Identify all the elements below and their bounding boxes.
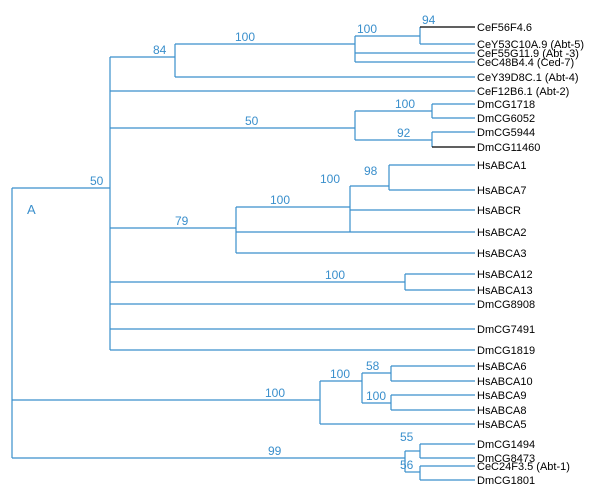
leaf-dmcg1819: DmCG1819 bbox=[477, 345, 535, 357]
leaf-hsabca10: HsABCA10 bbox=[477, 376, 533, 388]
leaf-dmcg1494: DmCG1494 bbox=[477, 439, 535, 451]
leaf-dmcg1718: DmCG1718 bbox=[477, 99, 535, 111]
leaf-dmcg11460: DmCG11460 bbox=[477, 142, 540, 154]
leaf-hsabca2: HsABCA2 bbox=[477, 227, 527, 239]
leaf-hsabca8: HsABCA8 bbox=[477, 405, 527, 417]
leaf-dmcg1801: DmCG1801 bbox=[477, 475, 535, 487]
leaf-cef12b61: CeF12B6.1 (Abt-2) bbox=[477, 86, 569, 98]
leaf-cey39d8c1: CeY39D8C.1 (Abt-4) bbox=[477, 72, 579, 84]
leaf-hsabcr: HsABCR bbox=[477, 205, 521, 217]
leaf-hsabca12: HsABCA12 bbox=[477, 269, 533, 281]
leaf-hsabca6: HsABCA6 bbox=[477, 361, 527, 373]
bootstrap-100-hs1: 100 bbox=[320, 172, 340, 186]
bootstrap-50-dm: 50 bbox=[245, 114, 259, 128]
leaf-cef56f46: CeF56F4.6 bbox=[477, 22, 532, 34]
leaf-hsabca9: HsABCA9 bbox=[477, 390, 527, 402]
bootstrap-84: 84 bbox=[153, 43, 167, 57]
leaf-hsabca3: HsABCA3 bbox=[477, 248, 527, 260]
bootstrap-100-hs9: 100 bbox=[366, 389, 386, 403]
leaf-dmcg6052: DmCG6052 bbox=[477, 113, 535, 125]
bootstrap-100-hs-group: 100 bbox=[265, 386, 285, 400]
bootstrap-94: 94 bbox=[422, 13, 436, 27]
leaf-hsabca1: HsABCA1 bbox=[477, 160, 527, 172]
leaf-dmcg8473: DmCG8473 bbox=[477, 453, 535, 465]
leaf-hsabca7: HsABCA7 bbox=[477, 185, 527, 197]
bootstrap-100-cey: 100 bbox=[357, 22, 377, 36]
leaf-cec24f35: CeC24F3.5 (Abt-1) bbox=[477, 461, 570, 473]
bootstrap-92: 92 bbox=[397, 126, 411, 140]
bootstrap-50-root: 50 bbox=[90, 174, 104, 188]
bootstrap-58: 58 bbox=[366, 359, 380, 373]
leaf-cec48b44: CeC48B4.4 (Ced-7) bbox=[477, 57, 574, 69]
panel-label: A bbox=[27, 202, 36, 217]
bootstrap-98: 98 bbox=[364, 164, 378, 178]
bootstrap-100-hs6: 100 bbox=[330, 367, 350, 381]
bootstrap-100-ce: 100 bbox=[235, 30, 255, 44]
bootstrap-100-hs12: 100 bbox=[325, 268, 345, 282]
bootstrap-79: 79 bbox=[175, 214, 189, 228]
bootstrap-100-dm: 100 bbox=[395, 97, 415, 111]
bootstrap-55: 55 bbox=[400, 430, 414, 444]
bootstrap-56: 56 bbox=[400, 458, 414, 472]
leaf-cef55g119: CeF55G11.9 (Abt -3) bbox=[477, 48, 579, 60]
leaf-hsabca5: HsABCA5 bbox=[477, 419, 527, 431]
leaf-dmcg8908: DmCG8908 bbox=[477, 299, 535, 311]
leaf-dmcg7491: DmCG7491 bbox=[477, 324, 535, 336]
leaf-hsabca13: HsABCA13 bbox=[477, 285, 533, 297]
bootstrap-100-hs2: 100 bbox=[270, 193, 290, 207]
leaf-cey53c10a9: CeY53C10A.9 (Abt-5) bbox=[477, 39, 584, 51]
bootstrap-99: 99 bbox=[268, 444, 282, 458]
leaf-dmcg5944: DmCG5944 bbox=[477, 127, 535, 139]
